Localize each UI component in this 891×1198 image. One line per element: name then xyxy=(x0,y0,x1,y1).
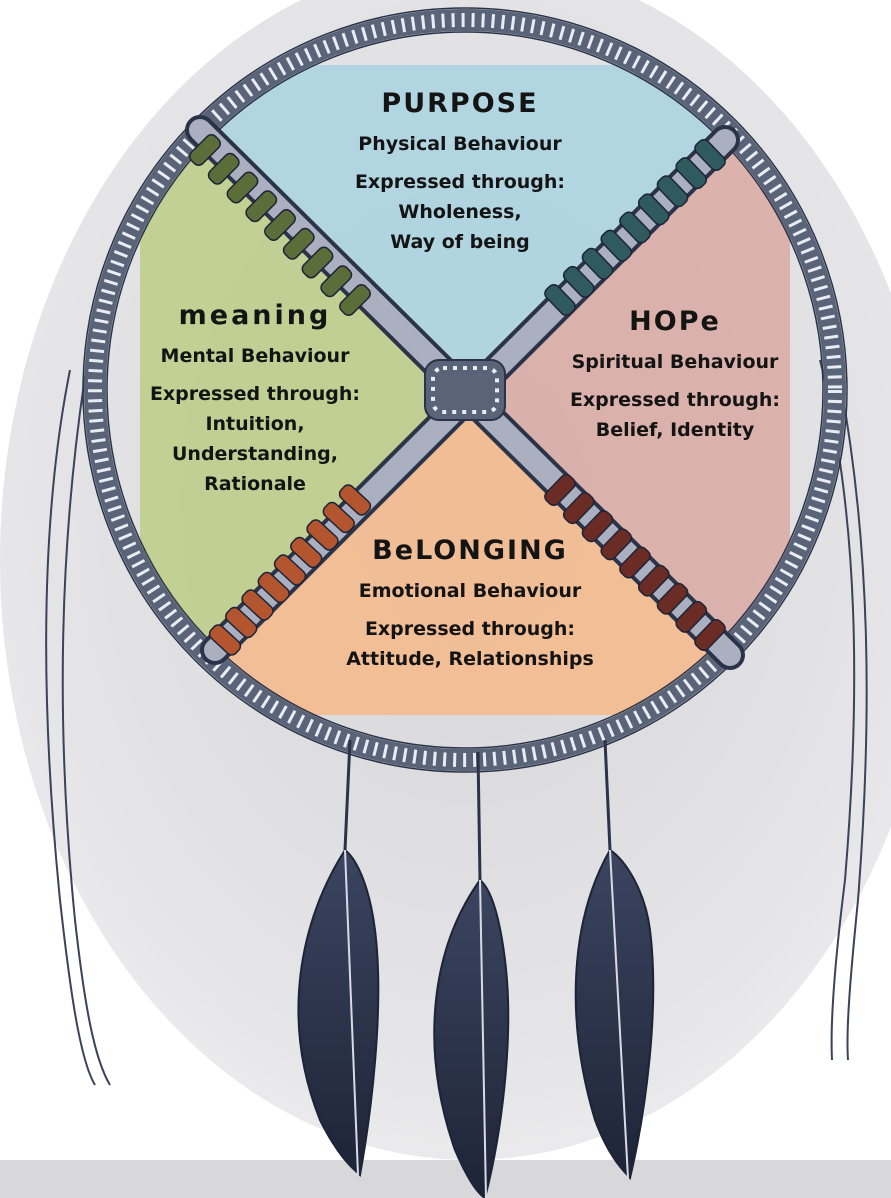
hope-behaviour: Spiritual Behaviour xyxy=(540,351,810,373)
meaning-line-1: Intuition, xyxy=(110,409,400,439)
purpose-text-block: PURPOSE Physical Behaviour Expressed thr… xyxy=(300,88,620,257)
purpose-line-2: Way of being xyxy=(300,227,620,257)
purpose-line-1: Wholeness, xyxy=(300,197,620,227)
meaning-line-2: Understanding, xyxy=(110,439,400,469)
belonging-expressed-label: Expressed through: xyxy=(300,614,640,644)
ground-shadow xyxy=(0,1160,891,1198)
purpose-behaviour: Physical Behaviour xyxy=(300,133,620,155)
meaning-expressed-label: Expressed through: xyxy=(110,379,400,409)
hope-title: HOPe xyxy=(540,306,810,337)
hope-text-block: HOPe Spiritual Behaviour Expressed throu… xyxy=(540,306,810,445)
hope-expressed-label: Expressed through: xyxy=(540,385,810,415)
hope-line-1: Belief, Identity xyxy=(540,415,810,445)
meaning-behaviour: Mental Behaviour xyxy=(110,345,400,367)
belonging-text-block: BeLONGING Emotional Behaviour Expressed … xyxy=(300,535,640,674)
belonging-line-1: Attitude, Relationships xyxy=(300,644,640,674)
belonging-behaviour: Emotional Behaviour xyxy=(300,580,640,602)
purpose-expressed-label: Expressed through: xyxy=(300,167,620,197)
belonging-title: BeLONGING xyxy=(300,535,640,566)
purpose-title: PURPOSE xyxy=(300,88,620,119)
meaning-text-block: meaning Mental Behaviour Expressed throu… xyxy=(110,300,400,499)
meaning-line-3: Rationale xyxy=(110,469,400,499)
center-knot xyxy=(425,360,505,420)
meaning-title: meaning xyxy=(110,300,400,331)
